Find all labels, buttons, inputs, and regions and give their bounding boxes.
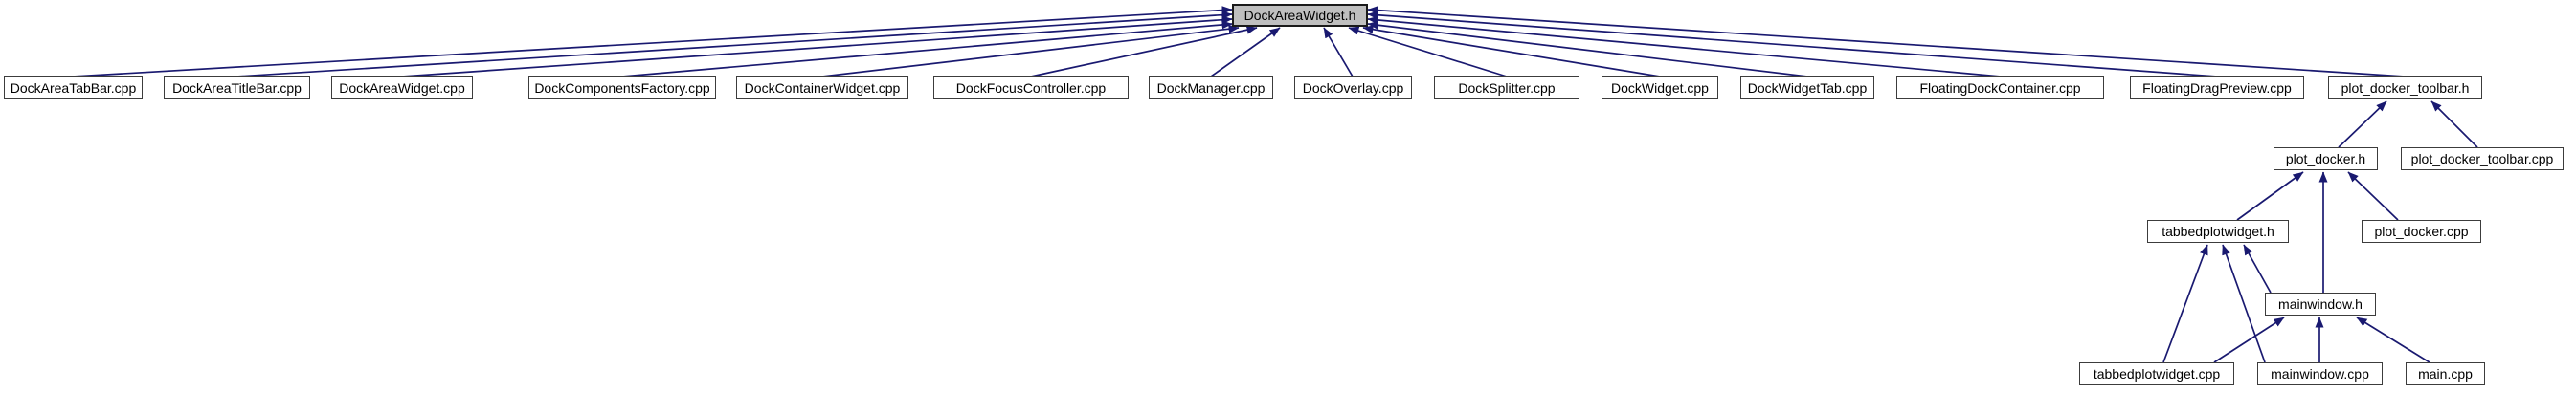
node-dockmanager-cpp[interactable]: DockManager.cpp [1149, 76, 1273, 99]
edge-dockwidgettab-cpp-to-dockareawidget-h [1367, 20, 1808, 77]
node-dockwidgettab-cpp[interactable]: DockWidgetTab.cpp [1740, 76, 1874, 99]
node-plot-docker-cpp[interactable]: plot_docker.cpp [2362, 220, 2481, 243]
root-node-dockareawidget-h: DockAreaWidget.h [1232, 4, 1368, 27]
edge-dockoverlay-cpp-to-dockareawidget-h [1323, 27, 1354, 77]
node-tabbedplotwidget-h[interactable]: tabbedplotwidget.h [2147, 220, 2289, 243]
node-dockareatabbar-cpp[interactable]: DockAreaTabBar.cpp [4, 76, 143, 99]
edge-mainwindow-h-to-tabbedplotwidget-h [2243, 244, 2272, 294]
edge-tabbedplotwidget-cpp-to-tabbedplotwidget-h [2162, 244, 2208, 363]
node-dockoverlay-cpp[interactable]: DockOverlay.cpp [1294, 76, 1412, 99]
node-mainwindow-h[interactable]: mainwindow.h [2265, 293, 2376, 316]
edge-dockareatitlebar-cpp-to-dockareawidget-h [235, 11, 1233, 77]
edge-plot-docker-toolbar-cpp-to-plot-docker-toolbar-h [2430, 100, 2478, 148]
node-dockcomponentsfactory-cpp[interactable]: DockComponentsFactory.cpp [528, 76, 716, 99]
edge-plot-docker-h-to-plot-docker-toolbar-h [2338, 100, 2387, 148]
node-dockwidget-cpp[interactable]: DockWidget.cpp [1602, 76, 1718, 99]
edge-plot-docker-toolbar-h-to-dockareawidget-h [1367, 6, 2406, 77]
edge-mainwindow-cpp-to-tabbedplotwidget-h [2222, 244, 2266, 363]
edge-main-cpp-to-mainwindow-h [2356, 317, 2430, 363]
node-dockcontainerwidget-cpp[interactable]: DockContainerWidget.cpp [736, 76, 908, 99]
edge-tabbedplotwidget-cpp-to-mainwindow-h [2213, 317, 2285, 363]
edge-dockcomponentsfactory-cpp-to-dockareawidget-h [621, 20, 1233, 77]
node-main-cpp[interactable]: main.cpp [2406, 362, 2485, 385]
edge-plot-docker-cpp-to-plot-docker-h [2347, 171, 2399, 221]
node-plot-docker-toolbar-cpp[interactable]: plot_docker_toolbar.cpp [2401, 147, 2564, 170]
node-dockareatitlebar-cpp[interactable]: DockAreaTitleBar.cpp [164, 76, 310, 99]
node-dockareawidget-cpp[interactable]: DockAreaWidget.cpp [331, 76, 473, 99]
edge-docksplitter-cpp-to-dockareawidget-h [1348, 26, 1508, 77]
node-docksplitter-cpp[interactable]: DockSplitter.cpp [1434, 76, 1579, 99]
node-floatingdockcontainer-cpp[interactable]: FloatingDockContainer.cpp [1896, 76, 2104, 99]
edge-tabbedplotwidget-h-to-plot-docker-h [2236, 171, 2304, 221]
node-tabbedplotwidget-cpp[interactable]: tabbedplotwidget.cpp [2079, 362, 2234, 385]
edge-dockfocuscontroller-cpp-to-dockareawidget-h [1030, 25, 1258, 77]
node-dockfocuscontroller-cpp[interactable]: DockFocusController.cpp [933, 76, 1129, 99]
node-plot-docker-toolbar-h[interactable]: plot_docker_toolbar.h [2328, 76, 2482, 99]
edge-dockareatabbar-cpp-to-dockareawidget-h [72, 6, 1233, 77]
edge-floatingdockcontainer-cpp-to-dockareawidget-h [1367, 15, 2002, 77]
node-plot-docker-h[interactable]: plot_docker.h [2274, 147, 2378, 170]
edge-dockmanager-cpp-to-dockareawidget-h [1210, 27, 1281, 77]
node-floatingdragpreview-cpp[interactable]: FloatingDragPreview.cpp [2130, 76, 2304, 99]
edge-dockcontainerwidget-cpp-to-dockareawidget-h [821, 24, 1240, 77]
edge-floatingdragpreview-cpp-to-dockareawidget-h [1367, 11, 2218, 77]
edge-dockareawidget-cpp-to-dockareawidget-h [401, 15, 1233, 77]
edge-dockwidget-cpp-to-dockareawidget-h [1362, 25, 1661, 77]
node-mainwindow-cpp[interactable]: mainwindow.cpp [2257, 362, 2383, 385]
